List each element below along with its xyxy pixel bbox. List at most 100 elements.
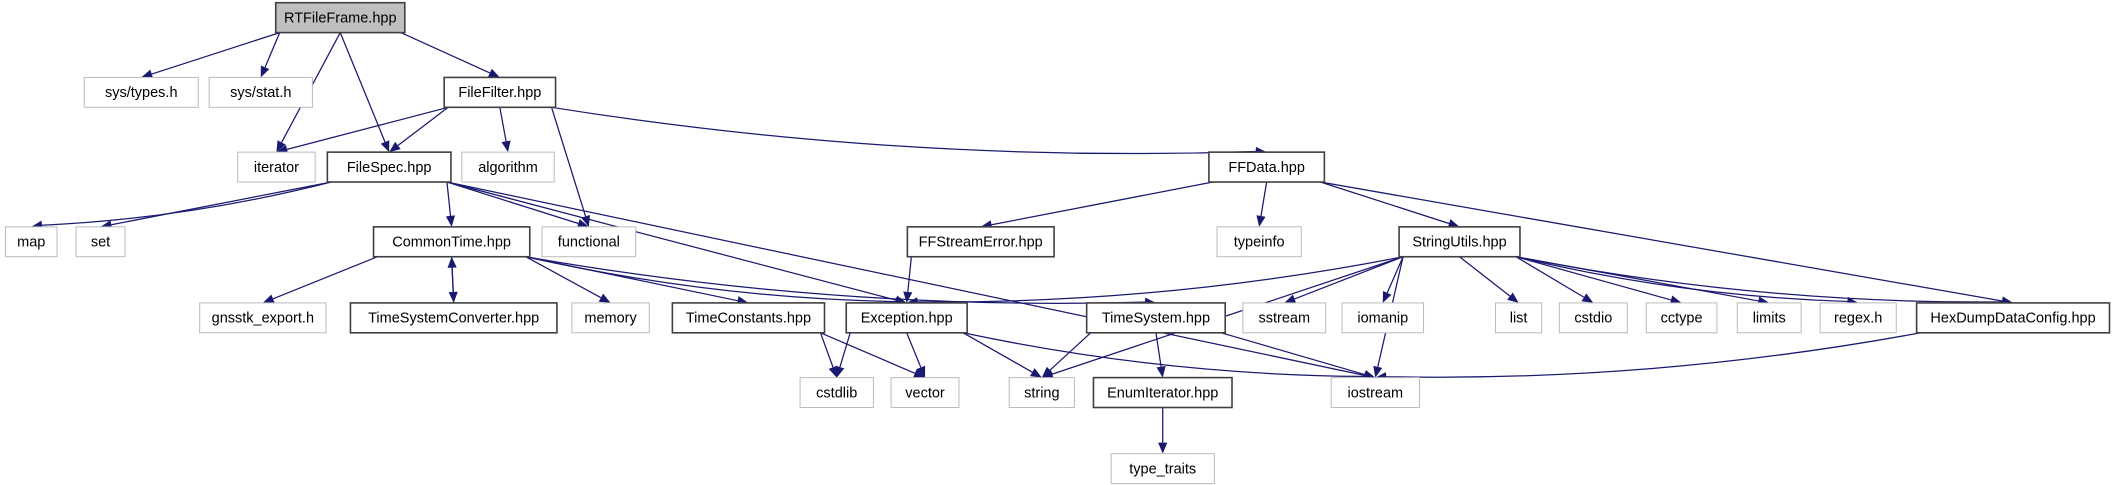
graph-edge-exception-to-string [962,332,1033,373]
graph-node-set[interactable]: set [75,226,126,258]
arrow-head-icon [913,369,926,378]
graph-edge-filefilter-to-functional [550,107,587,217]
arrow-head-icon [447,256,457,268]
graph-node-cstdio[interactable]: cstdio [1558,302,1628,334]
node-box [1216,226,1302,258]
arrow-head-icon [389,141,401,153]
graph-edge-exception-to-vector [906,332,922,368]
graph-edge-commontime-to-gnsstkexport [272,256,378,300]
graph-node-memory[interactable]: memory [571,302,650,334]
arrow-head-icon [1373,365,1383,378]
graph-edge-filefilter-to-iterator [286,106,449,150]
arrow-head-icon [141,69,154,79]
graph-node-filefilter[interactable]: FileFilter.hpp [443,76,557,109]
graph-node-typeinfo[interactable]: typeinfo [1216,226,1302,258]
arrow-head-icon [262,294,275,304]
node-box [1398,226,1521,258]
graph-node-enumiterator[interactable]: EnumIterator.hpp [1092,376,1233,409]
node-label: type_traits [1129,461,1196,477]
node-label: TimeSystem.hpp [1102,311,1210,327]
node-label: FFStreamError.hpp [919,235,1043,251]
graph-node-filespec[interactable]: FileSpec.hpp [326,151,452,183]
node-box [1110,453,1215,485]
graph-node-cctype[interactable]: cctype [1645,302,1718,334]
graph-edge-ffdata-to-ffstreamerror [991,181,1214,226]
graph-edge-filespec-to-map [42,181,332,226]
arrow-head-icon [1581,293,1594,303]
graph-node-gnsstkexport[interactable]: gnsstk_export.h [199,302,327,334]
arrow-head-icon [276,140,286,153]
node-label: iostream [1348,385,1404,401]
graph-edge-stringutils-to-hexdump [1515,256,2003,303]
node-box [461,151,555,183]
arrow-head-icon [598,293,611,303]
node-box [1819,302,1897,334]
graph-node-sstream[interactable]: sstream [1242,302,1327,334]
arrow-head-icon [1256,215,1266,227]
node-label: vector [905,385,945,401]
graph-edge-stringutils-to-list [1459,256,1511,297]
graph-node-string[interactable]: string [1008,377,1075,409]
node-label: regex.h [1834,311,1882,327]
graph-edge-stringutils-to-string [1052,256,1404,375]
node-label: TimeSystemConverter.hpp [368,311,539,327]
graph-edge-timeconstants-to-cstdlib [819,332,834,368]
arrow-head-icon [276,144,289,154]
graph-node-commontime[interactable]: CommonTime.hpp [372,226,531,258]
node-label: FileFilter.hpp [458,85,541,101]
node-box [199,302,327,334]
graph-edge-exception-to-cstdlib [839,332,851,368]
graph-edge-rtfileframe-to-sysstat [264,32,281,68]
graph-edge-stringutils-to-sstream [1294,256,1404,300]
node-box [208,76,313,108]
node-label: sstream [1259,311,1311,327]
graph-node-map[interactable]: map [4,226,58,258]
graph-edge-stringutils-to-regexh [1515,256,1848,303]
graph-node-vector[interactable]: vector [890,377,960,409]
graph-edge-timeconstants-to-vector [820,332,916,374]
graph-node-iterator[interactable]: iterator [237,151,316,183]
graph-node-rtfileframe[interactable]: RTFileFrame.hpp [274,1,406,34]
graph-node-timeconstants[interactable]: TimeConstants.hpp [671,302,826,334]
graph-node-tsconverter[interactable]: TimeSystemConverter.hpp [349,302,558,334]
arrow-head-icon [1363,370,1376,379]
graph-node-sysstat[interactable]: sys/stat.h [208,76,313,108]
graph-node-ffstreamerror[interactable]: FFStreamError.hpp [906,226,1055,258]
node-label: CommonTime.hpp [392,235,511,251]
arrow-head-icon [1158,442,1168,454]
node-box [1008,377,1075,409]
graph-node-regexh[interactable]: regex.h [1819,302,1897,334]
graph-node-ffdata[interactable]: FFData.hpp [1208,151,1326,183]
node-box [1208,151,1326,183]
graph-node-cstdlib[interactable]: cstdlib [799,377,874,409]
graph-edge-filespec-to-functional [446,181,579,225]
graph-edge-ffdata-to-typeinfo [1260,181,1268,217]
graph-node-iomanip[interactable]: iomanip [1341,302,1425,334]
graph-node-hexdump[interactable]: HexDumpDataConfig.hpp [1915,302,2111,334]
graph-node-timesystem[interactable]: TimeSystem.hpp [1085,302,1227,334]
graph-node-limits[interactable]: limits [1736,302,1802,334]
graph-edge-stringutils-to-iomanip [1386,256,1404,294]
graph-node-stringutils[interactable]: StringUtils.hpp [1398,226,1521,258]
arrow-head-icon [1382,290,1392,303]
graph-node-iostream[interactable]: iostream [1330,377,1420,409]
node-box [443,76,557,109]
graph-node-typetraits[interactable]: type_traits [1110,453,1215,485]
graph-edge-stringutils-to-cctype [1515,256,1672,301]
graph-edge-rtfileframe-to-filefilter [400,32,491,74]
arrow-head-icon [487,68,500,78]
node-label: StringUtils.hpp [1412,235,1506,251]
graph-node-exception[interactable]: Exception.hpp [845,302,968,334]
node-box [799,377,874,409]
graph-node-systypes[interactable]: sys/types.h [83,76,199,108]
node-label: string [1024,385,1059,401]
node-box [1558,302,1628,334]
graph-node-algorithm[interactable]: algorithm [461,151,555,183]
graph-edge-timesystem-to-string [1049,332,1092,371]
node-box [906,226,1055,258]
node-label: iterator [254,160,299,176]
node-box [326,151,452,183]
graph-edge-ffdata-to-hexdump [1320,181,2003,302]
graph-node-functional[interactable]: functional [541,226,637,258]
graph-node-list[interactable]: list [1495,302,1543,334]
